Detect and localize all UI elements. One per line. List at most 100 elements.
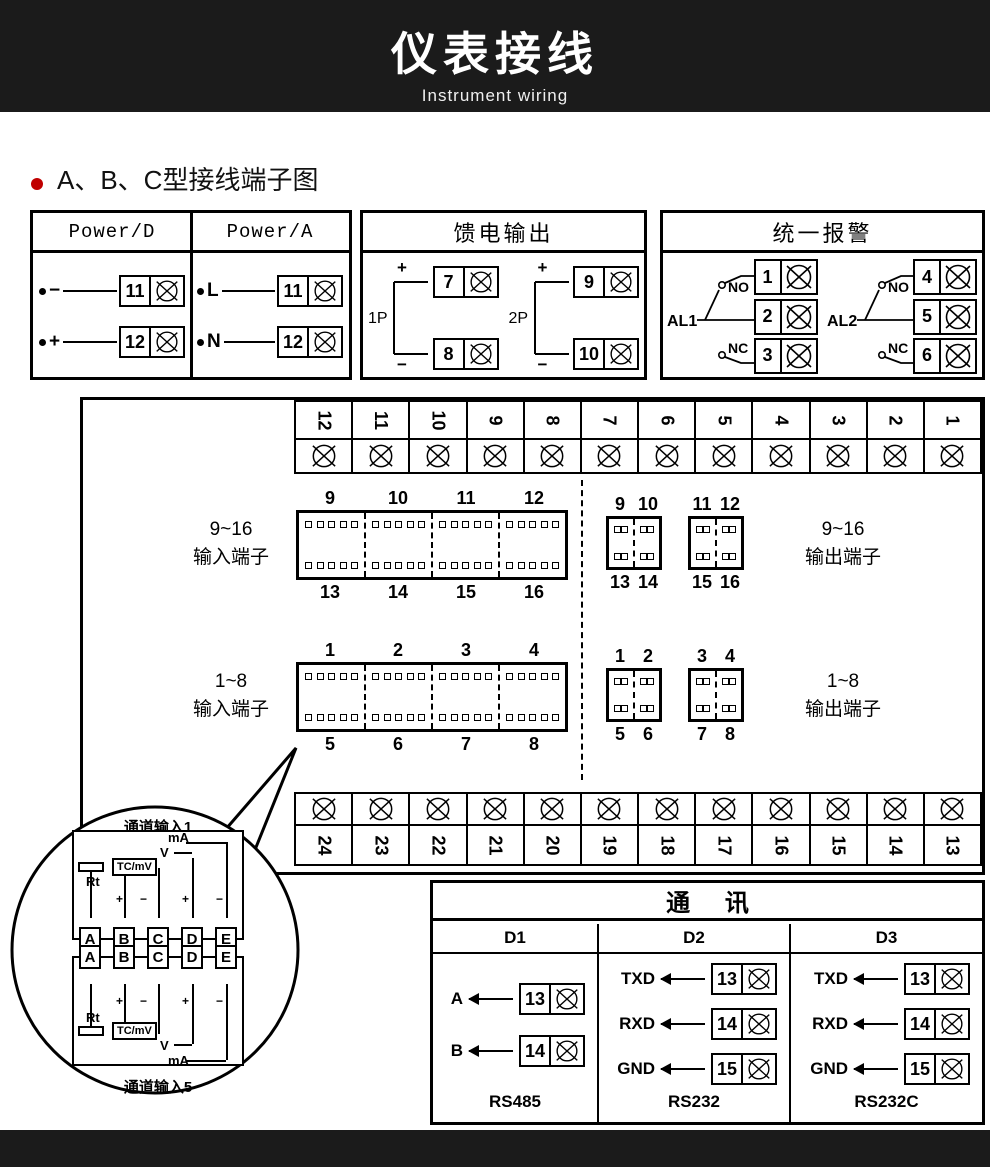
pin-row [696,678,710,685]
connector-pin [529,714,536,721]
connector-pin [729,526,736,533]
minus-sign: − [216,994,224,1008]
wire-line [63,341,117,343]
pin-row [372,562,425,569]
terminal-number: 10 [573,338,605,370]
screw-terminal-icon [605,266,639,298]
feed-output-box: 馈电输出 1P + − 7 8 [360,210,647,380]
connector-pin [450,521,458,528]
terminal-number: 7 [432,266,465,298]
screw-terminal-icon [637,792,697,826]
pin-number: 2 [392,639,403,660]
connector-pin [418,521,425,528]
screw-terminal-icon [151,275,185,307]
screw-terminal-icon [408,440,468,474]
pin-row [696,526,710,533]
pin-number: 8 [528,733,539,754]
connector-pin [485,521,492,528]
wire-line [124,984,126,1026]
signal-label: GND [810,1059,848,1078]
pin-row [722,705,736,712]
pin-group [366,665,433,729]
wire-line [221,290,275,292]
comm-d1-rows: A 13 B [433,954,597,1087]
connector-pin [383,673,391,680]
connector-pin [316,673,324,680]
terminal-letter: D [181,945,203,969]
connector-pin [328,714,335,721]
nc-label: NC [888,340,908,356]
wire-line [186,1060,226,1062]
input-1-8-label: 1~8 输入端子 [171,668,291,723]
connector-pin [506,521,513,528]
connector-pin [540,562,548,569]
connector-pin [473,521,481,528]
power-a-terminals: L 11 N 12 [191,256,349,377]
terminal: 6 [913,337,977,374]
terminal-number: 13 [904,963,936,995]
terminal-number: 15 [808,826,868,866]
plus-sign: + [182,892,190,906]
label-text: 输入端子 [192,698,269,720]
connector-pin [383,521,391,528]
range-text: 1~8 [826,671,860,692]
terminal-number: 20 [522,826,582,866]
connector-pin [406,521,414,528]
wire-line [192,984,194,1044]
connector-pin [506,714,513,721]
comm-column-d1-header: D1 [433,924,597,954]
range-text: 9~16 [209,519,253,540]
connector-pin [395,521,402,528]
screw-terminal-icon [922,792,983,826]
terminal-number: 14 [904,1008,936,1040]
connector-body [688,668,744,722]
screw-terminal-icon [579,792,640,826]
no-label: NO [728,279,749,295]
communication-title: 通 讯 [433,883,982,921]
connector-pin [517,714,525,721]
connector-pin [696,526,703,533]
terminal-number-text: 1 [942,414,963,426]
screw-terminal-icon [694,792,754,826]
pin-row [506,521,559,528]
screw-terminal-icon [941,298,977,335]
terminal-cell: 1 [922,400,983,474]
pin-row [614,553,628,560]
pin-number: 5 [324,733,335,754]
connector-pin [485,714,492,721]
pin-number: 8 [724,723,735,744]
screw-terminal-icon [781,259,818,296]
pin-row [614,678,628,685]
signal-label: A [450,989,463,1008]
terminal-cell: 17 [694,792,754,866]
pin-number: 10 [637,493,659,514]
connector-pin [305,562,312,569]
junction-dot-icon [39,287,46,295]
connector-pin [339,673,347,680]
terminal-cell: 4 [751,400,811,474]
screw-terminal-icon [464,266,499,298]
terminal-number: 3 [753,337,782,374]
bottom-terminal-strip: 24 23 22 21 [294,792,983,866]
left-arrow-icon [660,1063,705,1075]
screw-terminal-icon [941,259,977,296]
terminal-cell: 13 [922,792,983,866]
connector-pin [339,562,347,569]
terminal-number: 12 [119,326,151,358]
feed-output-title: 馈电输出 [363,213,644,253]
connector-pin [351,673,358,680]
connector-pin [351,562,358,569]
connector-pin [485,562,492,569]
pin-number: 11 [692,493,712,514]
terminal-number-text: 19 [599,834,620,856]
relay-contact-icon: AL1 NO NC [667,275,757,364]
connector-pin [473,562,481,569]
terminal-number-text: 3 [828,414,849,426]
terminal: 14 [904,1008,970,1040]
output-1-8-label: 1~8 输出端子 [783,668,903,723]
screw-terminal-icon [408,792,468,826]
